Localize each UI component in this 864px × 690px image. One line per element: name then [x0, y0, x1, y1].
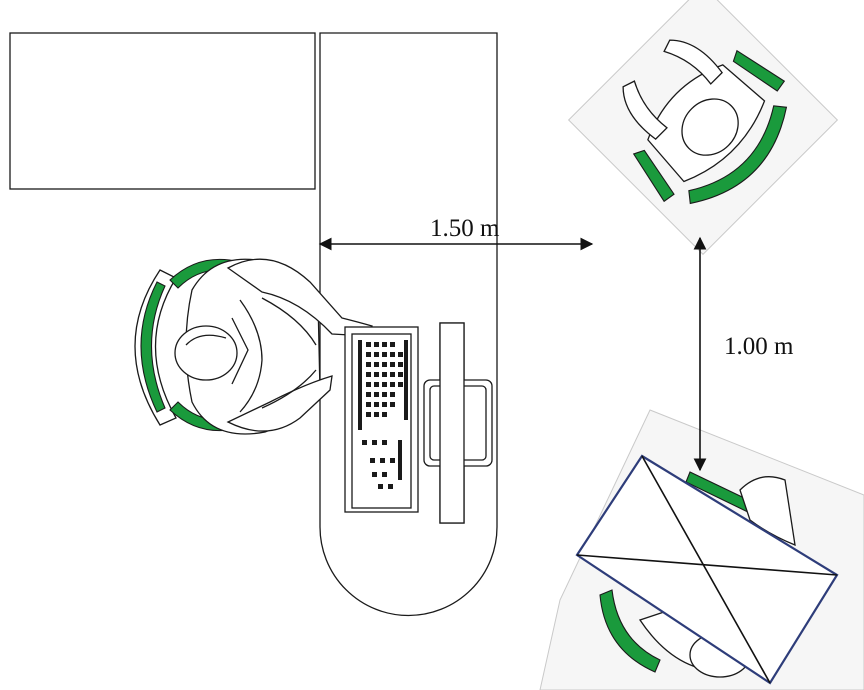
torso-line-c: [261, 369, 317, 409]
monitor: [423, 322, 493, 524]
person-arm-right: [663, 39, 723, 85]
cross-line-a: [641, 455, 771, 684]
cross-line-b: [576, 554, 838, 576]
worker-head: [174, 325, 238, 381]
seated-worker: [134, 258, 373, 435]
crossed-out-box: [575, 454, 839, 685]
keyboard-keys: [358, 340, 408, 489]
worker-hair: [185, 334, 227, 346]
keyboard: [344, 326, 419, 513]
workstation-top-right: [567, 0, 839, 256]
torso-line-b: [261, 297, 317, 346]
chair-back-green: [688, 105, 788, 205]
chair-back: [134, 269, 177, 426]
person-arm-left: [622, 80, 668, 140]
monitor-screen-front: [439, 322, 465, 524]
collar-line: [231, 317, 249, 385]
horizontal-distance-label: 1.50 m: [430, 215, 500, 242]
torso-line-a: [239, 299, 263, 413]
side-desk: [9, 32, 316, 190]
chair-back-pad: [140, 281, 166, 413]
chair-green-bottom: [599, 589, 661, 673]
chair-side-left: [632, 149, 675, 203]
vertical-distance-label: 1.00 m: [724, 333, 794, 360]
keyboard-inner: [351, 333, 412, 509]
worker-arm-lower: [226, 375, 333, 432]
main-desk: [319, 32, 498, 617]
chair-side-right: [732, 49, 786, 92]
worker-arm-upper: [226, 258, 373, 337]
person-head: [681, 98, 739, 156]
